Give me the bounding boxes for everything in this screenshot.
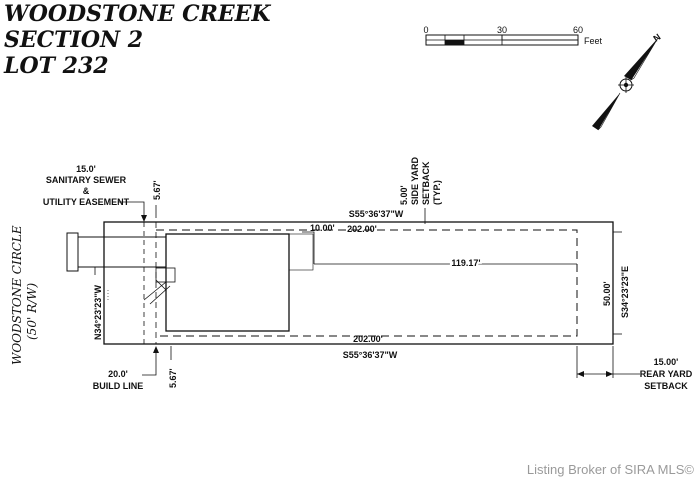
- easement-label: 15.0' SANITARY SEWER & UTILITY EASEMENT: [43, 164, 147, 222]
- title-lot: LOT 232: [3, 53, 109, 79]
- side-yard-line1: SIDE YARD: [410, 156, 420, 205]
- side-yard-line3: (TYP.): [432, 180, 442, 205]
- top-length: 202.00': [347, 224, 377, 234]
- driveway: [66, 232, 171, 305]
- inner-offset: 10.00': [310, 223, 335, 233]
- rear-setback-line1: REAR YARD: [640, 369, 693, 379]
- inner-length: 119.17': [451, 258, 480, 268]
- right-bearing: S34°23'23"E: [620, 266, 630, 318]
- scale-tick-0: 0: [423, 25, 428, 35]
- bottom-bearing: S55°36'37"W: [343, 350, 398, 360]
- scale-bar: 0 30 60 Feet: [423, 25, 602, 46]
- title-subdivision: WOODSTONE CREEK: [4, 1, 271, 27]
- easement-line2: &: [83, 186, 90, 196]
- top-bearing: S55°36'37"W: [349, 209, 404, 219]
- scale-tick-60: 60: [573, 25, 583, 35]
- easement-width: 15.0': [76, 164, 96, 174]
- road-right-of-way: (50' R/W): [25, 283, 39, 340]
- easement-line3: UTILITY EASEMENT: [43, 197, 130, 207]
- rear-setback-width: 15.00': [654, 357, 679, 367]
- left-bearing: N34°23'23"W: [93, 284, 103, 340]
- side-yard-line2: SETBACK: [421, 161, 431, 205]
- side-yard-width: 5.00': [399, 185, 409, 205]
- build-line-text: BUILD LINE: [93, 381, 144, 391]
- setback-envelope: [156, 229, 578, 337]
- scale-unit-label: Feet: [584, 36, 603, 46]
- lot-boundary: [103, 221, 614, 345]
- house-footprint: [165, 233, 290, 332]
- north-arrow-icon: N: [592, 32, 662, 131]
- mls-watermark: Listing Broker of SIRA MLS©: [527, 462, 695, 477]
- easement-line1: SANITARY SEWER: [46, 175, 127, 185]
- build-line-label: 20.0' BUILD LINE: [93, 346, 159, 391]
- rear-setback-label: 15.00' REAR YARD SETBACK: [576, 346, 693, 391]
- road-name: WOODSTONE CIRCLE: [10, 225, 24, 365]
- side-yard-label: 5.00' SIDE YARD SETBACK (TYP.): [399, 156, 442, 224]
- build-line-width: 20.0': [108, 369, 128, 379]
- scale-tick-30: 30: [497, 25, 507, 35]
- bottom-length: 202.00': [353, 334, 383, 344]
- title-section: SECTION 2: [4, 27, 143, 53]
- title-block: WOODSTONE CREEK SECTION 2 LOT 232: [3, 1, 271, 79]
- left-offset-top: 5.67': [152, 180, 162, 200]
- road-label: WOODSTONE CIRCLE (50' R/W): [10, 225, 39, 365]
- left-offset-bottom: 5.67': [168, 368, 178, 388]
- north-label: N: [651, 32, 662, 44]
- rear-setback-line2: SETBACK: [644, 381, 688, 391]
- right-length: 50.00': [602, 281, 612, 306]
